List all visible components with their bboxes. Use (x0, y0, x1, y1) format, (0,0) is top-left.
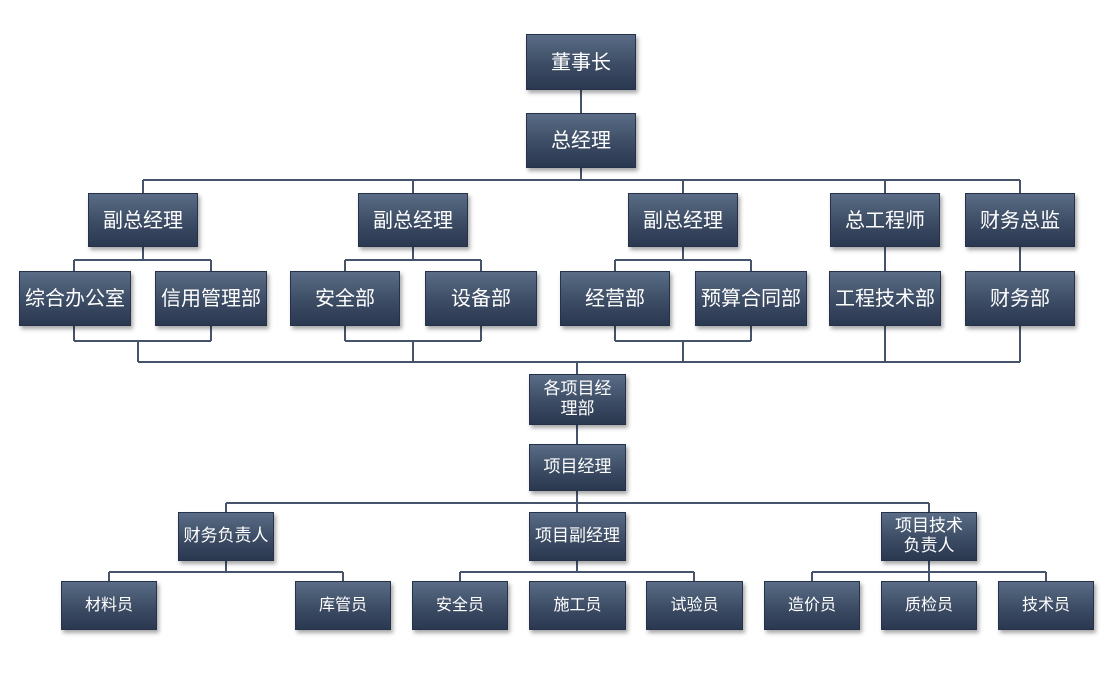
business-dept-box: 经营部 (560, 271, 670, 326)
deputy-project-manager-label: 项目副经理 (535, 525, 620, 546)
warehouse-keeper-box: 库管员 (295, 581, 391, 630)
project-management-depts-box: 各项目经理部 (529, 374, 626, 425)
test-officer-box: 试验员 (646, 581, 743, 630)
project-tech-lead-box: 项目技术负责人 (881, 512, 977, 561)
business-dept-label: 经营部 (585, 286, 645, 310)
vice-general-manager-box-3: 副总经理 (628, 193, 738, 247)
cost-officer-box: 造价员 (764, 581, 860, 630)
finance-director-label: 财务总监 (980, 207, 1060, 232)
finance-lead-label: 财务负责人 (183, 525, 269, 546)
vice-general-manager-label: 副总经理 (373, 207, 453, 232)
construction-worker-box: 施工员 (529, 581, 626, 630)
engineering-tech-dept-label: 工程技术部 (835, 286, 935, 310)
safety-officer-box: 安全员 (412, 581, 508, 630)
project-manager-label: 项目经理 (543, 456, 612, 477)
deputy-project-manager-box: 项目副经理 (529, 512, 626, 561)
project-tech-lead-label: 项目技术负责人 (895, 515, 963, 556)
technician-box: 技术员 (998, 581, 1094, 630)
chief-engineer-box: 总工程师 (830, 193, 940, 247)
general-manager-label: 总经理 (551, 128, 611, 152)
safety-dept-label: 安全部 (315, 286, 375, 310)
finance-director-box: 财务总监 (965, 193, 1075, 247)
general-manager-box: 总经理 (526, 113, 636, 168)
quality-inspector-box: 质检员 (881, 581, 977, 630)
vice-general-manager-box-2: 副总经理 (358, 193, 468, 247)
finance-dept-label: 财务部 (990, 286, 1050, 310)
construction-worker-label: 施工员 (553, 595, 602, 615)
warehouse-keeper-label: 库管员 (318, 595, 367, 615)
test-officer-label: 试验员 (670, 595, 719, 615)
vice-general-manager-label: 副总经理 (643, 207, 723, 232)
cost-officer-label: 造价员 (787, 595, 836, 615)
chief-engineer-label: 总工程师 (845, 207, 925, 232)
equipment-dept-box: 设备部 (425, 271, 537, 326)
credit-management-dept-box: 信用管理部 (155, 271, 267, 326)
credit-management-dept-label: 信用管理部 (161, 286, 261, 310)
budget-contract-dept-label: 预算合同部 (701, 286, 801, 310)
equipment-dept-label: 设备部 (451, 286, 511, 310)
technician-label: 技术员 (1021, 595, 1070, 615)
safety-officer-label: 安全员 (435, 595, 484, 615)
budget-contract-dept-box: 预算合同部 (695, 271, 807, 326)
chairman-box: 董事长 (526, 34, 636, 90)
chairman-label: 董事长 (551, 49, 611, 74)
project-management-depts-label: 各项目经理部 (543, 378, 612, 419)
safety-dept-box: 安全部 (290, 271, 400, 326)
project-manager-box: 项目经理 (529, 444, 626, 491)
material-clerk-box: 材料员 (61, 581, 157, 630)
vice-general-manager-box-1: 副总经理 (88, 193, 198, 247)
finance-lead-box: 财务负责人 (178, 512, 274, 561)
general-office-label: 综合办公室 (25, 286, 125, 310)
engineering-tech-dept-box: 工程技术部 (829, 271, 941, 326)
quality-inspector-label: 质检员 (904, 595, 953, 615)
vice-general-manager-label: 副总经理 (103, 207, 183, 232)
material-clerk-label: 材料员 (84, 595, 133, 615)
finance-dept-box: 财务部 (965, 271, 1075, 326)
general-office-box: 综合办公室 (19, 271, 131, 326)
